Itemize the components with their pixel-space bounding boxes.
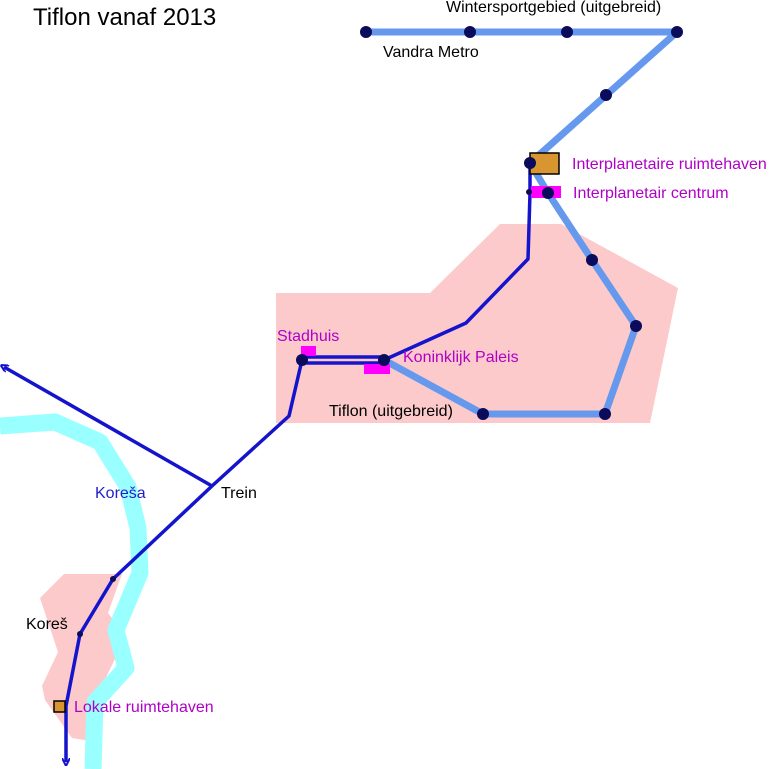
metro-station bbox=[360, 26, 372, 38]
river bbox=[0, 413, 149, 769]
royal-palace-marker bbox=[364, 364, 390, 374]
label-wintersport-area: Wintersportgebied (uitgebreid) bbox=[446, 0, 662, 16]
metro-station bbox=[561, 26, 573, 38]
metro-stations bbox=[296, 26, 683, 420]
label-royal-palace: Koninklijk Paleis bbox=[403, 349, 519, 366]
metro-station bbox=[378, 354, 390, 366]
metro-station bbox=[630, 320, 642, 332]
label-metro-line: Vandra Metro bbox=[383, 44, 479, 61]
label-train-line: Trein bbox=[221, 485, 257, 502]
train-stop bbox=[110, 576, 116, 582]
label-town: Koreš bbox=[26, 616, 68, 633]
metro-station bbox=[524, 157, 536, 169]
local-spaceport-marker bbox=[53, 700, 66, 713]
metro-station bbox=[586, 254, 598, 266]
label-interplanetary-center: Interplanetair centrum bbox=[573, 185, 729, 202]
train-stop bbox=[526, 189, 532, 195]
city-hall-marker bbox=[301, 346, 316, 356]
metro-station bbox=[671, 26, 683, 38]
metro-station bbox=[477, 408, 489, 420]
map-title: Tiflon vanaf 2013 bbox=[33, 4, 217, 31]
city-area bbox=[276, 224, 678, 423]
town-area bbox=[40, 574, 126, 742]
train-stops bbox=[77, 189, 532, 637]
metro-station bbox=[464, 26, 476, 38]
label-city-extension: Tiflon (uitgebreid) bbox=[329, 403, 453, 420]
metro-station bbox=[599, 408, 611, 420]
label-interplanetary-spaceport: Interplanetaire ruimtehaven bbox=[572, 156, 767, 173]
label-city-hall: Stadhuis bbox=[277, 328, 340, 345]
label-local-spaceport: Lokale ruimtehaven bbox=[74, 699, 214, 716]
metro-station bbox=[600, 89, 612, 101]
metro-station bbox=[542, 187, 554, 199]
metro-station bbox=[296, 354, 308, 366]
train-stop bbox=[77, 631, 83, 637]
label-river: Koreša bbox=[95, 485, 146, 502]
